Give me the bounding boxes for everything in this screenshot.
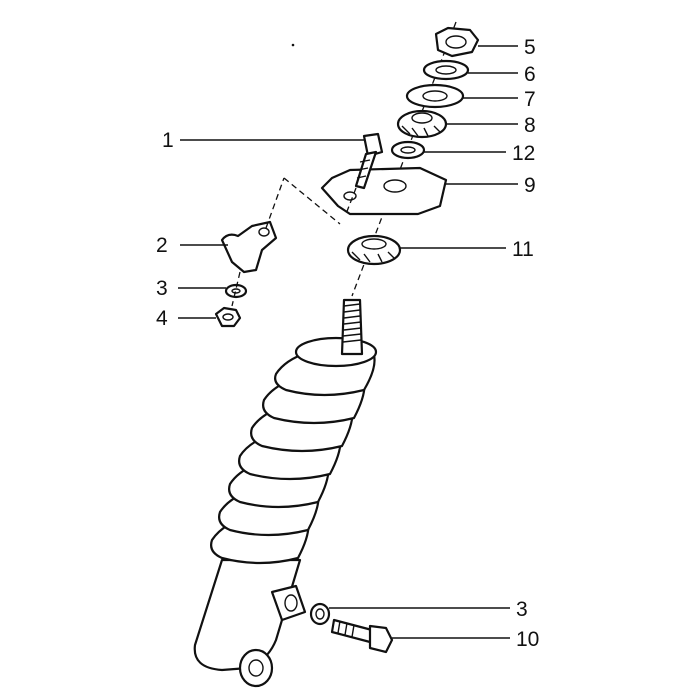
callout-5: 5 xyxy=(524,36,536,59)
leader-lines xyxy=(178,45,518,639)
bottom-eye xyxy=(238,648,274,688)
lower-mount-tab xyxy=(270,584,307,622)
part-11-rubber-bushing xyxy=(346,234,402,266)
lower-mount-hole xyxy=(284,594,298,612)
callout-7: 7 xyxy=(524,88,536,111)
threaded-rod xyxy=(340,298,364,356)
shock-absorber xyxy=(193,298,378,688)
callout-3-lower: 3 xyxy=(516,598,528,621)
part-9-bracket xyxy=(320,166,448,216)
part-4-nut xyxy=(214,306,242,328)
rod-threads xyxy=(342,303,362,343)
part-6-washer xyxy=(422,59,470,81)
callout-10: 10 xyxy=(516,628,539,651)
callout-2: 2 xyxy=(156,234,168,257)
callout-8: 8 xyxy=(524,114,536,137)
callout-6: 6 xyxy=(524,63,536,86)
callout-12: 12 xyxy=(512,142,535,165)
part-5-nut xyxy=(434,26,480,58)
part-10-bolt xyxy=(330,618,394,654)
part-7-washer xyxy=(405,83,465,109)
bottom-eye-hole xyxy=(248,659,264,677)
coil-spring xyxy=(210,342,376,565)
bolt-axis xyxy=(345,187,357,215)
callout-11: 11 xyxy=(512,238,534,261)
clamp-guide-line-2 xyxy=(283,177,341,225)
callout-4: 4 xyxy=(156,307,168,330)
part-1-bolt xyxy=(354,132,384,190)
part-12-ring xyxy=(390,140,426,160)
stray-dot xyxy=(291,43,295,47)
part-3-washer-upper xyxy=(224,283,248,299)
clamp-bolt-axis xyxy=(231,271,241,307)
clamp-guide-line xyxy=(265,177,285,229)
top-cap xyxy=(294,336,378,368)
part-3-washer-lower xyxy=(309,602,331,626)
callout-9: 9 xyxy=(524,174,536,197)
part-2-clamp xyxy=(220,220,278,274)
callout-3-upper: 3 xyxy=(156,277,168,300)
part-8-rubber-bushing xyxy=(396,109,448,139)
callout-1: 1 xyxy=(162,129,174,152)
callout-labels: 1 2 3 4 5 6 7 8 12 9 11 3 10 xyxy=(156,36,539,651)
